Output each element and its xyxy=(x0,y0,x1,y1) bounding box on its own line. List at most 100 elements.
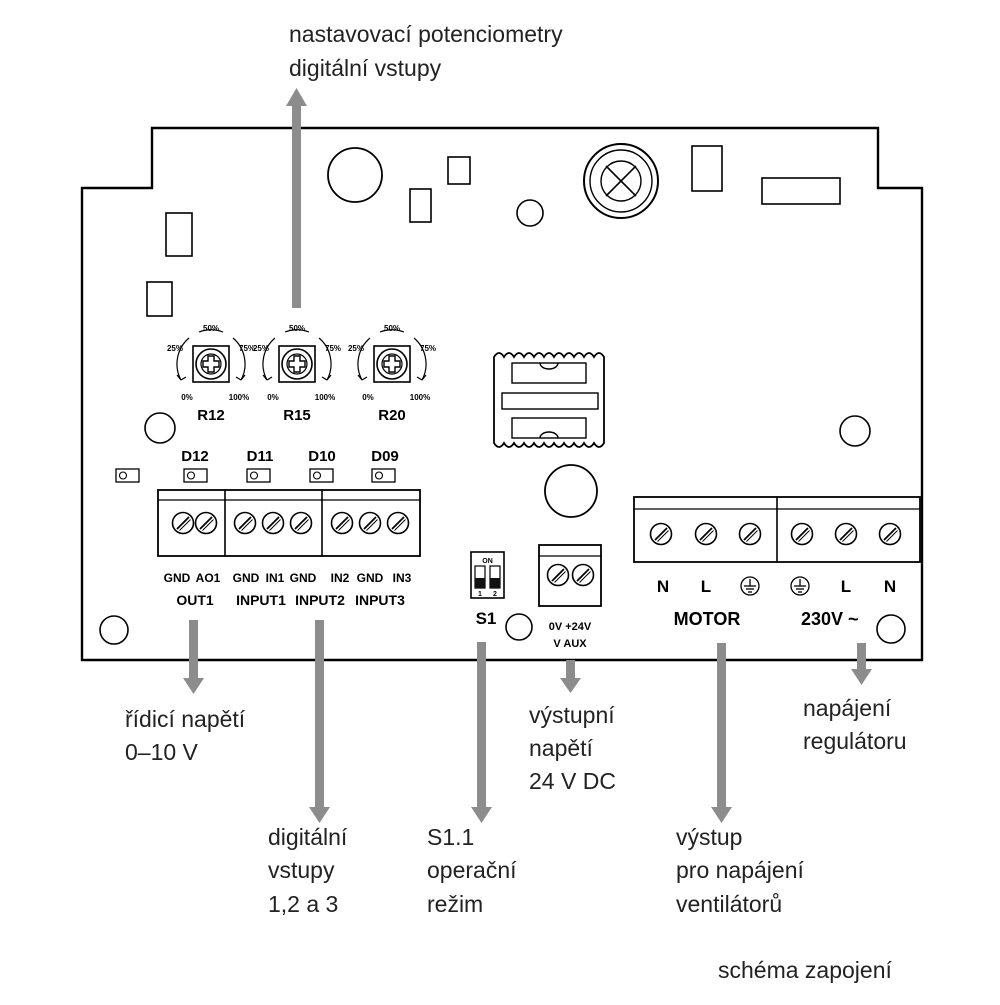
ic-chip xyxy=(493,352,605,448)
pot-label-50: 50% xyxy=(203,324,219,333)
terminal-label-gnd: GND xyxy=(233,571,260,585)
component-box xyxy=(761,177,841,205)
capacitor-small xyxy=(516,199,544,227)
switch-pos-2-label: 2 xyxy=(493,591,497,598)
power-terminal-block xyxy=(633,496,921,563)
pot-label-100: 100% xyxy=(410,393,430,402)
pot-label-0: 0% xyxy=(267,393,279,402)
screw-terminal-icon[interactable] xyxy=(738,522,762,546)
callout-digital-inputs-line3: 1,2 a 3 xyxy=(268,891,338,917)
screw-terminal-icon[interactable] xyxy=(358,511,382,535)
pot-label-75: 75% xyxy=(325,344,341,353)
pot-label-50: 50% xyxy=(384,324,400,333)
capacitor-medium xyxy=(544,464,598,518)
mounting-hole xyxy=(505,613,533,641)
switch-name-label: S1 xyxy=(476,609,497,628)
figure-caption: schéma zapojení xyxy=(718,957,892,983)
screw-terminal-icon[interactable] xyxy=(834,522,858,546)
callout-control-voltage-line2: 0–10 V xyxy=(125,739,199,765)
group-label-out1: OUT1 xyxy=(176,592,214,608)
screw-terminal-icon[interactable] xyxy=(289,511,313,535)
callout-digital-inputs-line2: vstupy xyxy=(268,857,335,883)
screw-terminal-icon[interactable] xyxy=(233,511,257,535)
callout-fan-line3: ventilátorů xyxy=(676,891,782,917)
pot-label-75: 75% xyxy=(420,344,436,353)
callout-switch-line3: režim xyxy=(427,891,483,917)
pot-label-100: 100% xyxy=(315,393,335,402)
group-label-input2: INPUT2 xyxy=(295,592,345,608)
terminal-label-ao1: AO1 xyxy=(196,571,221,585)
screw-terminal-icon[interactable] xyxy=(171,511,195,535)
switch-knob-2 xyxy=(490,578,500,588)
aux-name-label: V AUX xyxy=(553,638,587,650)
mounting-hole xyxy=(839,415,871,447)
component-box xyxy=(146,281,173,317)
switch-pos-1-label: 1 xyxy=(478,591,482,598)
screw-terminal-icon[interactable] xyxy=(571,563,595,587)
motor-l-label: L xyxy=(701,577,711,596)
mains-n-label: N xyxy=(884,577,896,596)
terminal-label-gnd: GND xyxy=(164,571,191,585)
pot-label-0: 0% xyxy=(181,393,193,402)
callout-switch-line2: operační xyxy=(427,857,517,883)
callout-output-voltage-line1: výstupní xyxy=(529,702,615,728)
led-d10: D10 xyxy=(308,448,336,483)
switch-knob-1 xyxy=(475,578,485,588)
ground-icon xyxy=(790,576,810,596)
potentiometer-r12[interactable]: 50% 25% 75% 0% 100% R12 xyxy=(167,324,255,424)
mains-l-label: L xyxy=(841,577,851,596)
screw-terminal-icon[interactable] xyxy=(194,511,218,535)
screw-terminal-icon[interactable] xyxy=(790,522,814,546)
screw-terminal-icon[interactable] xyxy=(649,522,673,546)
potentiometer-r15[interactable]: 50% 25% 75% 0% 100% R15 xyxy=(253,324,341,424)
led-label: D10 xyxy=(308,448,336,465)
group-label-input3: INPUT3 xyxy=(355,592,405,608)
callout-fan-line2: pro napájení xyxy=(676,857,804,883)
led-label: D12 xyxy=(181,448,209,465)
potentiometer-r20[interactable]: 50% 25% 75% 0% 100% R20 xyxy=(348,324,436,424)
component-box xyxy=(691,145,723,192)
component-box xyxy=(165,212,193,257)
led-label: D09 xyxy=(371,448,399,465)
callout-control-voltage-line1: řídicí napětí xyxy=(125,706,246,732)
led-label: D11 xyxy=(247,448,274,465)
pot-label-25: 25% xyxy=(348,344,364,353)
dip-switch-s1[interactable]: ON 1 2 xyxy=(470,551,505,599)
screw-terminal-icon[interactable] xyxy=(386,511,410,535)
callout-top-line2: digitální vstupy xyxy=(289,55,442,81)
input-terminal-block xyxy=(157,489,421,557)
pot-label-75: 75% xyxy=(239,344,255,353)
screw-terminal-icon[interactable] xyxy=(878,522,902,546)
terminal-label-in1: IN1 xyxy=(266,571,285,585)
screw-terminal-icon[interactable] xyxy=(546,563,570,587)
ground-icon xyxy=(740,576,760,596)
pot-id-label: R15 xyxy=(283,407,311,424)
callout-supply-line2: regulátoru xyxy=(803,728,907,754)
pot-label-50: 50% xyxy=(289,324,305,333)
screw-terminal-icon[interactable] xyxy=(261,511,285,535)
pot-label-100: 100% xyxy=(229,393,249,402)
component-box xyxy=(409,188,432,223)
pot-id-label: R20 xyxy=(378,407,406,424)
led-unlabeled xyxy=(115,468,140,483)
terminal-label-in3: IN3 xyxy=(393,571,412,585)
callout-output-voltage-line3: 24 V DC xyxy=(529,768,616,794)
callout-output-voltage-line2: napětí xyxy=(529,735,594,761)
terminal-label-in2: IN2 xyxy=(331,571,350,585)
component-box xyxy=(447,156,471,185)
terminal-label-gnd: GND xyxy=(357,571,384,585)
led-d12: D12 xyxy=(181,448,209,483)
aux-pins-label: 0V +24V xyxy=(549,621,592,633)
callout-top-line1: nastavovací potenciometry xyxy=(289,21,563,47)
switch-on-label: ON xyxy=(482,558,493,565)
screw-terminal-icon[interactable] xyxy=(330,511,354,535)
led-d09: D09 xyxy=(371,448,399,483)
pot-label-0: 0% xyxy=(362,393,374,402)
screw-terminal-icon[interactable] xyxy=(694,522,718,546)
callout-supply-line1: napájení xyxy=(803,695,892,721)
terminal-label-gnd: GND xyxy=(290,571,317,585)
pot-label-25: 25% xyxy=(253,344,269,353)
callout-switch-line1: S1.1 xyxy=(427,824,474,850)
motor-n-label: N xyxy=(657,577,669,596)
